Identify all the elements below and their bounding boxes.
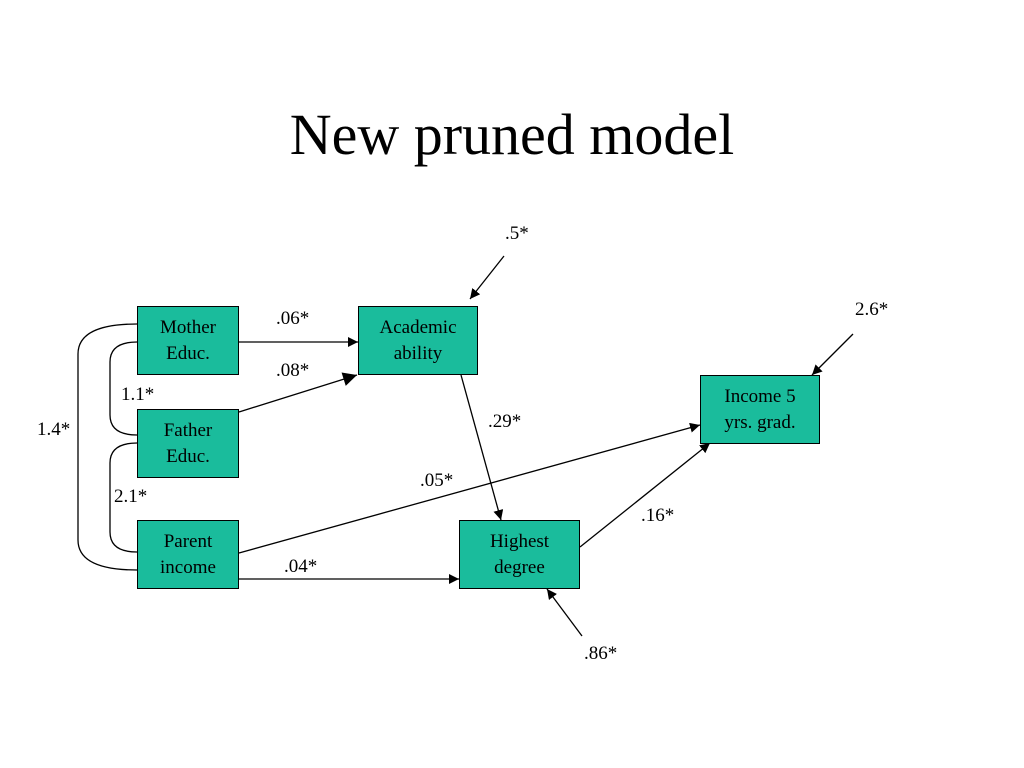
node-mother-educ: Mother Educ.: [137, 306, 239, 375]
path-label-father-academic: .08*: [276, 360, 310, 381]
path-label-parent-degree: .04*: [284, 556, 318, 577]
covariance-label-mother-father: 1.1*: [121, 384, 155, 405]
covariance-label-father-parent: 2.1*: [114, 486, 148, 507]
path-label-degree-income5: .16*: [641, 505, 675, 526]
arrow-father-to-academic: [238, 372, 358, 413]
residual-label-degree: .86*: [584, 643, 618, 664]
node-income-5yrs: Income 5 yrs. grad.: [700, 375, 820, 444]
residual-arrow-income5: [811, 333, 854, 376]
path-label-parent-income5: .05*: [420, 470, 454, 491]
path-label-mother-academic: .06*: [276, 308, 310, 329]
node-academic-ability: Academic ability: [358, 306, 478, 375]
covariance-curve-mother-father: [109, 341, 138, 436]
residual-label-academic: .5*: [505, 223, 529, 244]
residual-label-income5: 2.6*: [855, 299, 889, 320]
residual-arrow-degree: [546, 588, 583, 637]
covariance-curve-mother-parent: [77, 323, 138, 571]
node-father-educ: Father Educ.: [137, 409, 239, 478]
node-highest-degree: Highest degree: [459, 520, 580, 589]
path-label-academic-degree: .29*: [488, 411, 522, 432]
covariance-curve-father-parent: [109, 442, 138, 553]
arrow-parent-to-income5: [238, 422, 701, 554]
covariance-label-mother-parent: 1.4*: [37, 419, 71, 440]
node-parent-income: Parent income: [137, 520, 239, 589]
page-title: New pruned model: [289, 102, 735, 167]
arrow-degree-to-income5: [579, 442, 711, 548]
arrow-academic-to-degree: [460, 374, 504, 521]
residual-arrow-academic: [469, 255, 505, 300]
